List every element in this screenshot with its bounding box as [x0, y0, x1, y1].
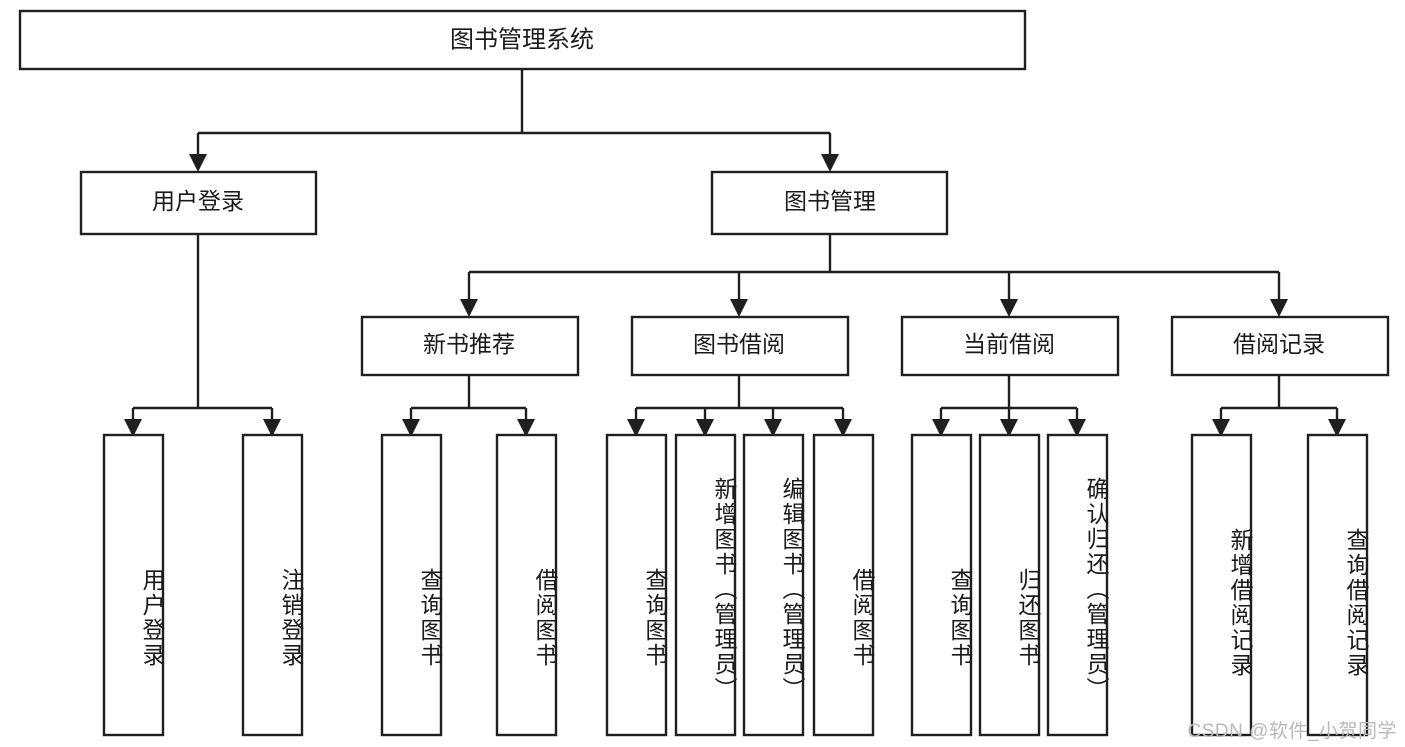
connector-bookborrow-to-leaves: [627, 375, 852, 437]
node-leaf-query-book-current[interactable]: [910, 433, 973, 737]
node-root-label: 图书管理系统: [450, 26, 594, 53]
node-borrow-records-label: 借阅记录: [1233, 331, 1325, 357]
node-leaf-return-book[interactable]: [978, 433, 1041, 737]
node-user-login[interactable]: 用户登录: [79, 170, 318, 236]
node-root-system[interactable]: 图书管理系统: [18, 9, 1027, 71]
node-user-login-label: 用户登录: [152, 188, 244, 214]
connector-borrowrecords-to-leaves: [1212, 375, 1346, 437]
connector-bookmgmt-to-level3: [460, 234, 1288, 317]
node-leaf-query-book-recommend[interactable]: [380, 433, 443, 737]
node-book-management[interactable]: 图书管理: [710, 170, 949, 236]
node-current-borrow-label: 当前借阅: [963, 331, 1055, 357]
connector-currentborrow-to-leaves: [932, 375, 1086, 437]
node-book-borrow-label: 图书借阅: [693, 331, 785, 357]
node-book-management-label: 图书管理: [784, 188, 876, 214]
node-leaf-add-borrow-record[interactable]: [1190, 433, 1253, 737]
node-new-book-recommend-label: 新书推荐: [423, 331, 515, 357]
node-leaf-query-borrow-record[interactable]: [1306, 433, 1369, 737]
connector-userlogin-to-leaves: [124, 234, 281, 437]
node-leaf-borrow-book-recommend[interactable]: [495, 433, 558, 737]
connector-root-to-level2: [189, 69, 839, 172]
node-new-book-recommend[interactable]: 新书推荐: [360, 315, 580, 377]
node-leaf-logout[interactable]: [241, 433, 304, 737]
node-borrow-records[interactable]: 借阅记录: [1170, 315, 1390, 377]
node-leaf-confirm-return-admin[interactable]: [1046, 433, 1109, 737]
node-leaf-add-book-admin[interactable]: [674, 433, 737, 737]
node-leaf-borrow-book[interactable]: [812, 433, 875, 737]
node-leaf-edit-book-admin[interactable]: [742, 433, 805, 737]
node-book-borrow[interactable]: 图书借阅: [630, 315, 850, 377]
node-current-borrow[interactable]: 当前借阅: [900, 315, 1120, 377]
node-leaf-user-login[interactable]: [102, 433, 165, 737]
watermark-text: CSDN @软件_小贺同学: [1187, 721, 1397, 742]
connector-newbook-to-leaves: [402, 375, 535, 437]
node-leaf-query-book-borrow[interactable]: [605, 433, 668, 737]
